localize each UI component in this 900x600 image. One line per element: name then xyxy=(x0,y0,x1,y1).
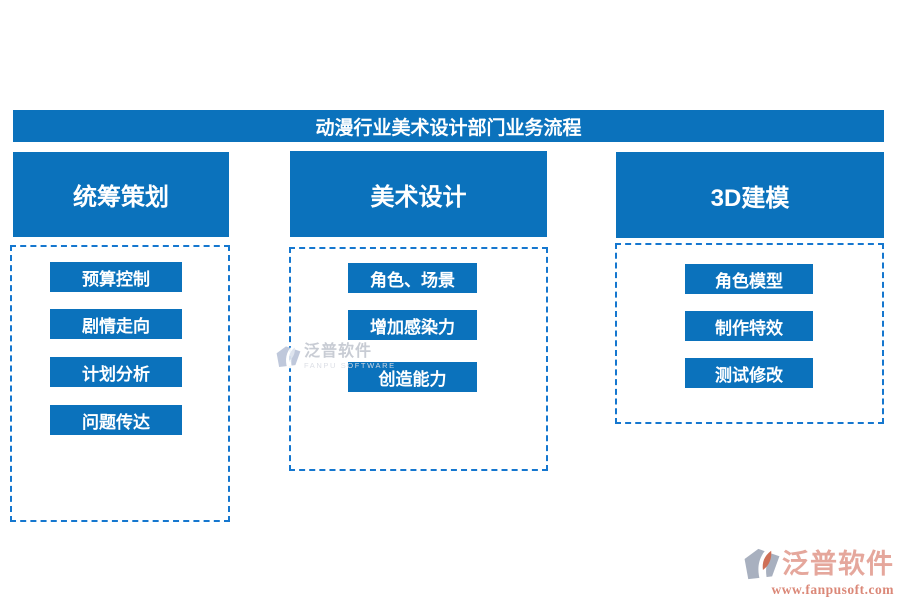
footer-url: www.fanpusoft.com xyxy=(771,582,894,597)
column-header-planning: 统筹策划 xyxy=(13,152,229,237)
node-character-model: 角色模型 xyxy=(685,264,813,294)
diagram-title-bar: 动漫行业美术设计部门业务流程 xyxy=(13,110,884,142)
node-creativity: 创造能力 xyxy=(348,362,477,392)
watermark-brand: 泛普软件 xyxy=(304,343,373,360)
watermark-subtitle: FANPU SOFTWARE xyxy=(304,361,396,370)
node-enhance-appeal: 增加感染力 xyxy=(348,310,477,340)
footer-brand-text: 泛普软件 xyxy=(782,549,894,579)
node-character-scene: 角色、场景 xyxy=(348,263,477,293)
node-plot-direction: 剧情走向 xyxy=(50,309,182,339)
node-test-revision: 测试修改 xyxy=(685,358,813,388)
fanpu-logo-icon xyxy=(744,548,780,581)
fanpu-logo-icon xyxy=(276,345,301,369)
watermark: 泛普软件 FANPU SOFTWARE xyxy=(276,344,396,370)
node-issue-communication: 问题传达 xyxy=(50,405,182,435)
diagram-title: 动漫行业美术设计部门业务流程 xyxy=(315,117,582,139)
column-header-art-design: 美术设计 xyxy=(290,151,547,237)
column-box-planning xyxy=(10,245,230,522)
node-budget-control: 预算控制 xyxy=(50,262,182,292)
node-special-effects: 制作特效 xyxy=(685,311,813,341)
footer-brand-block: 泛普软件 www.fanpusoft.com xyxy=(744,548,894,597)
node-plan-analysis: 计划分析 xyxy=(50,357,182,387)
column-header-3d-modeling: 3D建模 xyxy=(616,152,884,238)
column-box-3d-modeling xyxy=(615,243,884,424)
